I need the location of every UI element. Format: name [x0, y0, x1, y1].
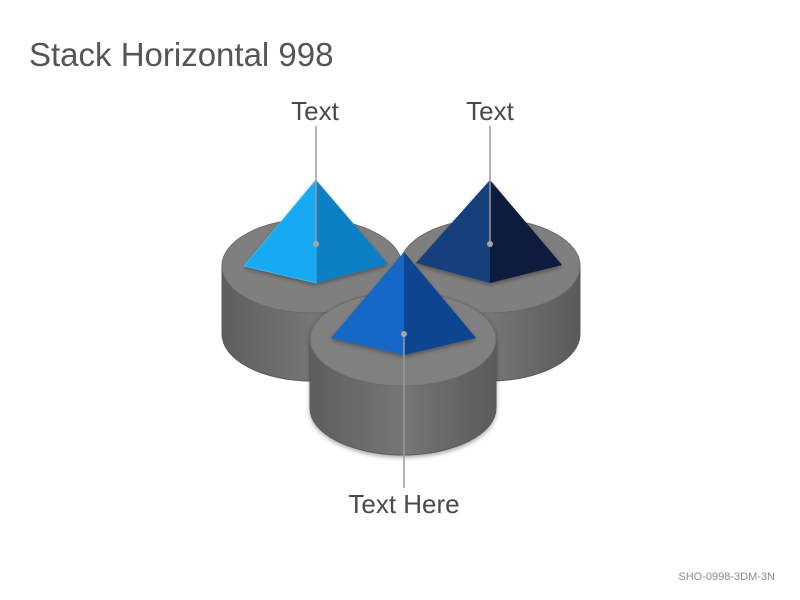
leader-line-right [487, 126, 493, 247]
label-left: Text [291, 96, 339, 126]
label-front: Text Here [348, 489, 460, 519]
slide-title: Stack Horizontal 998 [29, 36, 334, 73]
slide-code: SHO-0998-3DM-3N [678, 571, 775, 583]
leader-line-left [313, 126, 319, 247]
pyramid-front [331, 252, 476, 355]
pyramid-right [416, 180, 562, 283]
leader-line-front [401, 331, 407, 488]
label-right: Text [466, 96, 514, 126]
pyramid-left [243, 178, 388, 284]
